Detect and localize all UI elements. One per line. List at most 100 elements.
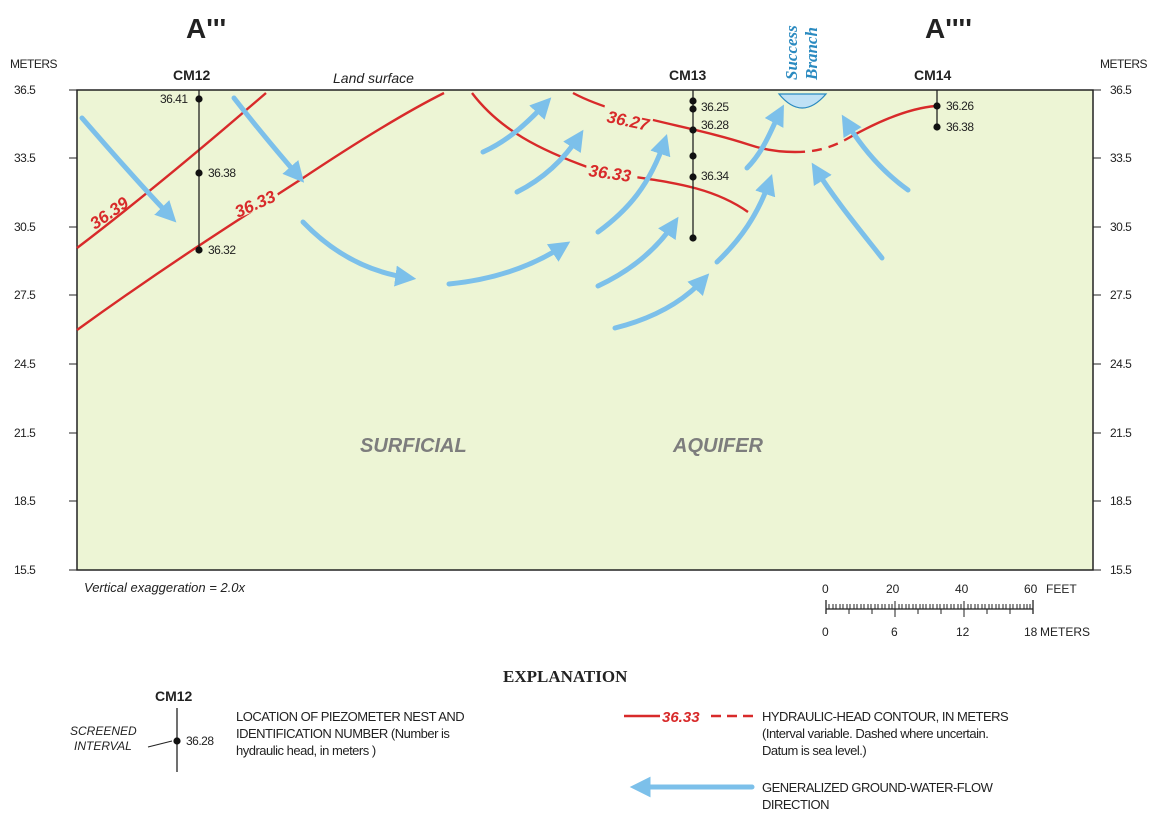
flow-text-line1: GENERALIZED GROUND-WATER-FLOW (762, 780, 994, 795)
flow-arrow (714, 174, 776, 265)
explanation: EXPLANATION CM12 36.28 SCREENED INTERVAL… (70, 667, 1010, 812)
scale-meter-tick: 6 (891, 625, 898, 639)
well-id-label: CM13 (669, 67, 707, 83)
piezometer-point (195, 169, 203, 177)
screened-label-line1: SCREENED (70, 724, 137, 738)
piezometer-point (195, 95, 203, 103)
contour-text-line2: (Interval variable. Dashed where uncerta… (762, 726, 988, 741)
right-tick-label: 21.5 (1110, 426, 1132, 440)
right-tick-label: 30.5 (1110, 220, 1132, 234)
head-value: 36.38 (208, 166, 236, 180)
right-tick-label: 18.5 (1110, 494, 1132, 508)
stream-name-line2: Branch (802, 27, 821, 81)
piezometer-point (689, 126, 697, 134)
left-units-label: METERS (10, 57, 58, 71)
aquifer-word-surficial: SURFICIAL (360, 435, 467, 457)
aquifer-body (76, 89, 1094, 571)
left-tick-label: 30.5 (14, 220, 36, 234)
left-tick-label: 15.5 (14, 563, 36, 577)
left-tick-label: 36.5 (14, 83, 36, 97)
explanation-title: EXPLANATION (503, 667, 628, 686)
contour-line-36-27-dashed (794, 138, 846, 154)
aquifer-word-aquifer: AQUIFER (672, 435, 764, 457)
head-value: 36.38 (946, 120, 974, 134)
scale-feet-unit: FEET (1046, 582, 1077, 596)
right-elevation-axis: 36.5 33.5 30.5 27.5 24.5 21.5 18.5 15.5 (1093, 83, 1133, 577)
flow-arrow (595, 134, 671, 235)
head-value: 36.28 (701, 118, 729, 132)
scale-feet-tick: 60 (1024, 582, 1038, 596)
flow-arrow (231, 95, 305, 183)
flow-arrow (744, 104, 784, 171)
land-surface-label: Land surface (333, 70, 414, 86)
piezometer-text-line2: IDENTIFICATION NUMBER (Number is (236, 726, 450, 741)
head-value: 36.41 (160, 92, 188, 106)
right-tick-label: 36.5 (1110, 83, 1132, 97)
flow-arrow (300, 219, 417, 287)
left-elevation-axis: 36.5 33.5 30.5 27.5 24.5 21.5 18.5 15.5 (14, 83, 77, 577)
flow-arrow (446, 241, 571, 287)
left-tick-label: 21.5 (14, 426, 36, 440)
well-cm13: CM13 36.25 36.28 36.34 (669, 67, 730, 242)
piezometer-point (689, 105, 697, 113)
piezometer-point (933, 123, 941, 131)
piezometer-point (933, 102, 941, 110)
well-id-label: CM12 (173, 67, 211, 83)
right-units-label: METERS (1100, 57, 1148, 71)
left-tick-label: 18.5 (14, 494, 36, 508)
head-value: 36.32 (208, 243, 236, 257)
flow-arrow (841, 114, 911, 193)
flow-text-line2: DIRECTION (762, 797, 829, 812)
piezometer-text-line1: LOCATION OF PIEZOMETER NEST AND (236, 709, 464, 724)
hydraulic-head-contours: 36.39 36.33 36.27 36.33 (76, 91, 937, 331)
flow-arrow (595, 216, 679, 289)
stream-name-line1: Success (782, 25, 801, 80)
legend-contour-label: 36.33 (662, 709, 700, 726)
vertical-exaggeration-note: Vertical exaggeration = 2.0x (84, 580, 246, 595)
well-id-label: CM14 (914, 67, 952, 83)
stream-channel (777, 93, 828, 109)
flow-arrow (514, 129, 584, 195)
scale-feet-tick: 40 (955, 582, 969, 596)
flow-arrow (612, 273, 710, 331)
contour-text-line3: Datum is sea level.) (762, 743, 866, 758)
scale-meter-unit: METERS (1040, 625, 1090, 639)
flow-arrow (79, 115, 177, 223)
legend-head-value: 36.28 (186, 734, 214, 748)
right-tick-label: 15.5 (1110, 563, 1132, 577)
ground-water-flow-arrows (79, 95, 911, 331)
scale-meter-tick: 0 (822, 625, 829, 639)
left-tick-label: 33.5 (14, 151, 36, 165)
flow-arrow (480, 97, 552, 155)
legend-piezometer-point (173, 737, 181, 745)
right-tick-label: 24.5 (1110, 357, 1132, 371)
screened-label-line2: INTERVAL (74, 739, 132, 753)
right-tick-label: 27.5 (1110, 288, 1132, 302)
head-value: 36.25 (701, 100, 729, 114)
piezometer-point (689, 173, 697, 181)
scale-bar: 0 20 40 60 FEET 0 6 12 18 METERS (822, 582, 1090, 639)
left-tick-label: 24.5 (14, 357, 36, 371)
head-value: 36.26 (946, 99, 974, 113)
scale-meter-tick: 12 (956, 625, 970, 639)
piezometer-point (689, 152, 697, 160)
contour-line-36-33-left (76, 91, 445, 331)
scale-feet-tick: 0 (822, 582, 829, 596)
piezometer-text-line3: hydraulic head, in meters ) (236, 743, 376, 758)
right-tick-label: 33.5 (1110, 151, 1132, 165)
scale-feet-tick: 20 (886, 582, 900, 596)
section-left-label: A''' (186, 13, 226, 44)
well-cm14: CM14 36.26 36.38 (914, 67, 975, 134)
scale-meter-tick: 18 (1024, 625, 1038, 639)
flow-arrow (811, 162, 885, 261)
section-right-label: A'''' (925, 13, 972, 44)
legend-well-id: CM12 (155, 688, 193, 704)
piezometer-point (689, 234, 697, 242)
well-cm12: CM12 36.41 36.38 36.32 (160, 67, 237, 257)
contour-text-line1: HYDRAULIC-HEAD CONTOUR, IN METERS (762, 709, 1009, 724)
head-value: 36.34 (701, 169, 729, 183)
left-tick-label: 27.5 (14, 288, 36, 302)
contour-line-36-39 (76, 92, 267, 249)
piezometer-point (195, 246, 203, 254)
